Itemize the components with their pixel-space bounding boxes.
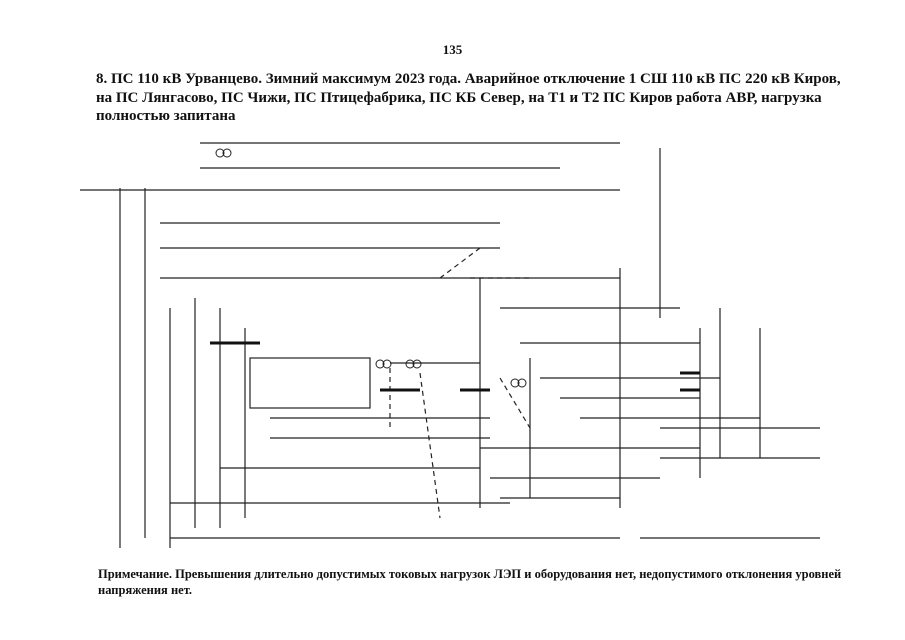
page-number: 135 — [442, 42, 463, 57]
footnote: Примечание. Превышения длительно допусти… — [98, 567, 842, 597]
power-network-schematic — [80, 142, 820, 548]
page-title: 8. ПС 110 кВ Урванцево. Зимний максимум … — [96, 71, 841, 124]
